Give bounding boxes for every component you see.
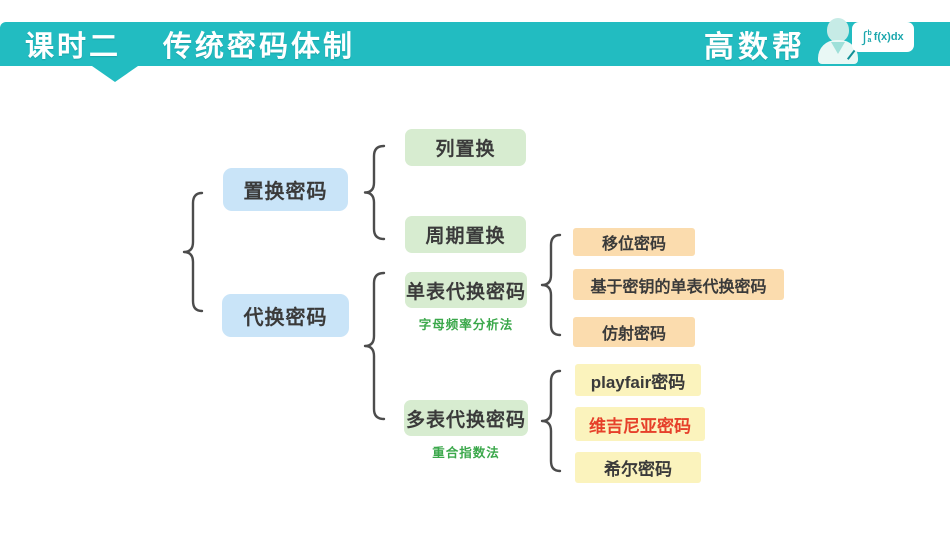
integral-bounds: b a: [867, 30, 871, 44]
integral-upper: b: [867, 30, 872, 37]
node-vigenere-cipher: 维吉尼亚密码: [575, 407, 705, 441]
node-hill-cipher: 希尔密码: [575, 452, 701, 483]
node-substitution-cipher: 代换密码: [222, 294, 349, 337]
brace-permutation-children: [363, 144, 386, 241]
node-keyed-monoalphabetic-cipher: 基于密钥的单表代换密码: [573, 269, 784, 300]
lesson-label: 课时二: [25, 31, 122, 63]
node-permutation-cipher: 置换密码: [223, 168, 348, 211]
node-column-permutation: 列置换: [405, 129, 526, 166]
brace-poly-children: [540, 369, 562, 473]
brace-substitution-children: [363, 271, 386, 421]
page-title: 课时二 传统密码体制: [25, 22, 355, 66]
person-head-icon: [827, 18, 849, 42]
integral-lower: a: [867, 37, 872, 44]
node-polyalphabetic-substitution: 多表代换密码: [404, 400, 528, 436]
person-icon: [818, 18, 858, 64]
integrand-text: f(x)dx: [873, 31, 904, 43]
node-periodic-permutation: 周期置换: [405, 216, 526, 253]
node-monoalphabetic-substitution: 单表代换密码: [405, 272, 527, 308]
title-text: 传统密码体制: [163, 31, 356, 63]
brace-mono-children: [540, 233, 562, 337]
person-collar-icon: [831, 42, 845, 54]
note-coincidence-index-method: 重合指数法: [432, 446, 500, 460]
header-banner: [0, 22, 950, 66]
node-affine-cipher: 仿射密码: [573, 317, 695, 347]
brand-logo: 高数帮: [704, 31, 806, 64]
node-playfair-cipher: playfair密码: [575, 364, 701, 396]
node-shift-cipher: 移位密码: [573, 228, 695, 256]
banner-notch: [92, 66, 138, 82]
integral-sign: ∫: [862, 28, 867, 46]
note-letter-frequency-analysis: 字母频率分析法: [418, 318, 514, 332]
formula-speech-bubble: ∫ b a f(x)dx: [852, 22, 914, 52]
brace-root: [182, 191, 204, 313]
